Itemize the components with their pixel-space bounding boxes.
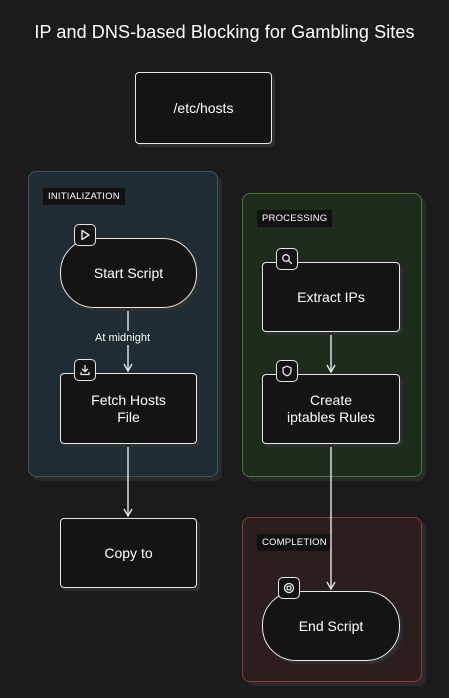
edge-label-at-midnight: At midnight <box>92 331 154 345</box>
cluster-label-initialization: INITIALIZATION <box>43 188 125 205</box>
node-copy-to: Copy to <box>60 518 197 588</box>
node-label-create-iptables-rules: Create iptables Rules <box>287 392 375 425</box>
node-label-end-script: End Script <box>298 617 364 634</box>
node-extract-ips: Extract IPs <box>262 262 400 332</box>
node-label-extract-ips: Extract IPs <box>297 288 365 305</box>
node-start-script: Start Script <box>60 238 197 308</box>
node-create-iptables-rules: Create iptables Rules <box>262 374 400 444</box>
search-icon <box>276 248 298 270</box>
play-icon <box>74 224 96 246</box>
download-icon <box>74 359 96 381</box>
node-end-script: End Script <box>262 591 400 661</box>
shield-icon <box>276 360 298 382</box>
cluster-label-processing: PROCESSING <box>257 210 333 227</box>
cluster-label-completion: COMPLETION <box>257 534 332 551</box>
node-label-start-script: Start Script <box>93 264 164 281</box>
node-label-fetch-hosts-file: Fetch Hosts File <box>91 391 166 425</box>
node-etc-hosts: /etc/hosts <box>135 72 272 144</box>
node-fetch-hosts-file: Fetch Hosts File <box>60 373 197 444</box>
diagram-title: IP and DNS-based Blocking for Gambling S… <box>34 22 415 42</box>
stop-icon <box>278 577 300 599</box>
node-label-etc-hosts: /etc/hosts <box>173 99 234 116</box>
node-label-copy-to: Copy to <box>104 544 153 561</box>
